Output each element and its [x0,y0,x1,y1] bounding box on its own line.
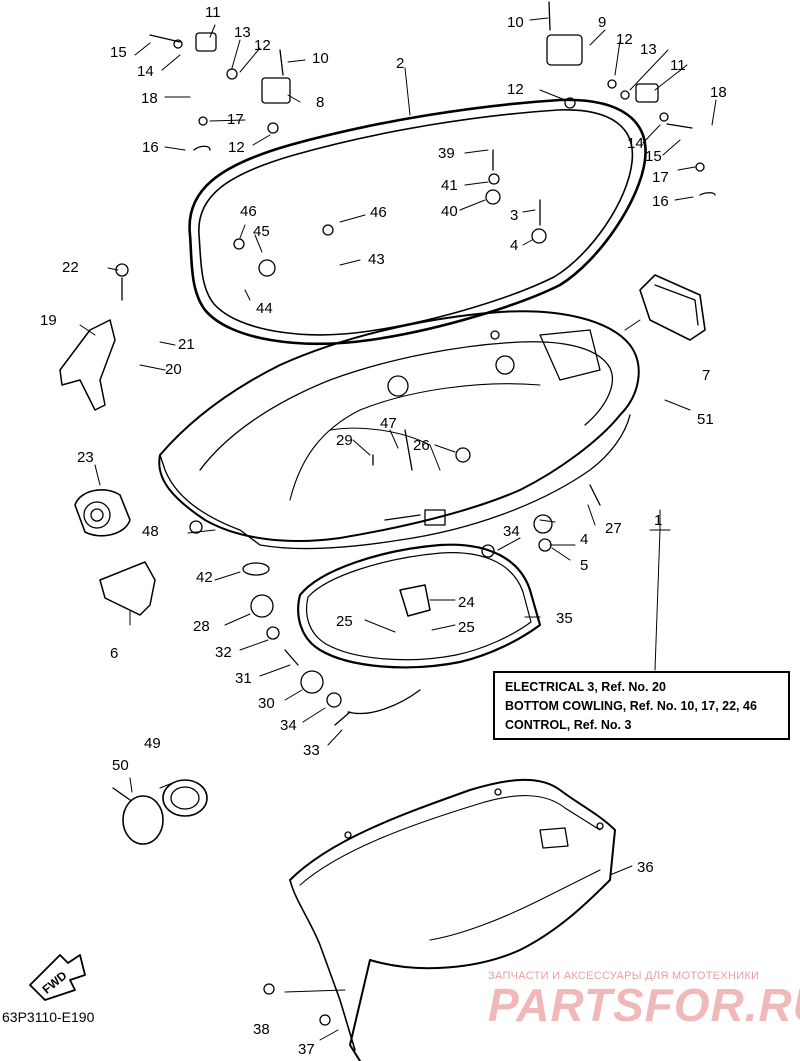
callout-41: 41 [441,177,458,194]
callout-34: 34 [503,523,520,540]
callout-21: 21 [178,336,195,353]
callout-50: 50 [112,757,129,774]
callout-23: 23 [77,449,94,466]
callout-11: 11 [205,4,221,21]
callout-38: 38 [253,1021,270,1038]
bracket-part-19 [59,319,116,411]
callout-31: 31 [235,670,252,687]
callout-13: 13 [234,24,251,41]
callout-17: 17 [227,111,244,128]
callout-34: 34 [280,717,297,734]
callout-35: 35 [556,610,573,627]
callout-18: 18 [141,90,158,107]
callout-22: 22 [62,259,79,276]
callout-42: 42 [196,569,213,586]
reference-line-control: CONTROL, Ref. No. 3 [505,718,632,732]
callout-28: 28 [193,618,210,635]
callout-25: 25 [458,619,475,636]
callout-27: 27 [605,520,622,537]
callout-2: 2 [396,55,404,72]
cover-part-6 [99,561,156,616]
callout-15: 15 [645,148,662,165]
fwd-label-icon: FWD [40,968,70,997]
callout-16: 16 [652,193,669,210]
callout-44: 44 [256,300,273,317]
callout-labels: 1 2 3 4 4 5 6 7 8 9 10 10 11 11 12 12 12… [40,4,727,1058]
leader-lines [79,17,717,1041]
callout-12: 12 [228,139,245,156]
fwd-label: FWD [40,968,70,997]
callout-30: 30 [258,695,275,712]
callout-12: 12 [616,31,633,48]
lower-gasket [297,543,542,669]
callout-48: 48 [142,523,159,540]
callout-45: 45 [253,223,270,240]
reference-line-bottom-cowling: BOTTOM COWLING, Ref. No. 10, 17, 22, 46 [505,699,757,713]
clamp-part-50 [112,787,164,845]
callout-51: 51 [697,411,714,428]
callout-8: 8 [316,94,324,111]
callout-4: 4 [510,237,518,254]
watermark-tagline: ЗАПЧАСТИ И АКСЕССУАРЫ ДЛЯ МОТОТЕХНИКИ [488,970,760,982]
diagram-code: 63P3110-E190 [2,1009,95,1025]
callout-7: 7 [702,367,710,384]
callout-26: 26 [413,437,430,454]
callout-6: 6 [110,645,118,662]
callout-14: 14 [627,135,644,152]
callout-24: 24 [458,594,475,611]
callout-10: 10 [312,50,329,67]
callout-47: 47 [380,415,397,432]
callout-16: 16 [142,139,159,156]
callout-36: 36 [637,859,654,876]
reference-box: ELECTRICAL 3, Ref. No. 20 BOTTOM COWLING… [493,671,790,740]
callout-10: 10 [507,14,524,31]
callout-39: 39 [438,145,455,162]
callout-14: 14 [137,63,154,80]
callout-17: 17 [652,169,669,186]
callout-32: 32 [215,644,232,661]
callout-9: 9 [598,14,606,31]
callout-11: 11 [670,57,686,74]
bottom-cowling-body [158,310,640,550]
callout-13: 13 [640,41,657,58]
callout-15: 15 [110,44,127,61]
callout-33: 33 [303,742,320,759]
callout-19: 19 [40,312,57,329]
callout-37: 37 [298,1041,315,1058]
plug-part-23 [74,489,131,537]
grommet-part-24 [399,584,431,617]
seal-gasket-ring [188,98,647,345]
callout-40: 40 [441,203,458,220]
callout-49: 49 [144,735,161,752]
callout-3: 3 [510,207,518,224]
callout-29: 29 [336,432,353,449]
callout-12: 12 [507,81,524,98]
grommet-part-49 [162,779,208,817]
callout-43: 43 [368,251,385,268]
callout-1: 1 [654,512,662,529]
lower-apron-cowling [289,778,616,1061]
callout-20: 20 [165,361,182,378]
callout-46: 46 [240,203,257,220]
watermark-logo: PARTSFOR.RU [488,979,800,1031]
bracket-part-7 [639,274,706,341]
reference-line-electrical: ELECTRICAL 3, Ref. No. 20 [505,680,666,694]
callout-4: 4 [580,531,588,548]
fwd-arrow-icon [29,954,86,1001]
callout-12: 12 [254,37,271,54]
small-hardware [115,1,716,1026]
callout-5: 5 [580,557,588,574]
callout-46: 46 [370,204,387,221]
callout-18: 18 [710,84,727,101]
callout-25: 25 [336,613,353,630]
